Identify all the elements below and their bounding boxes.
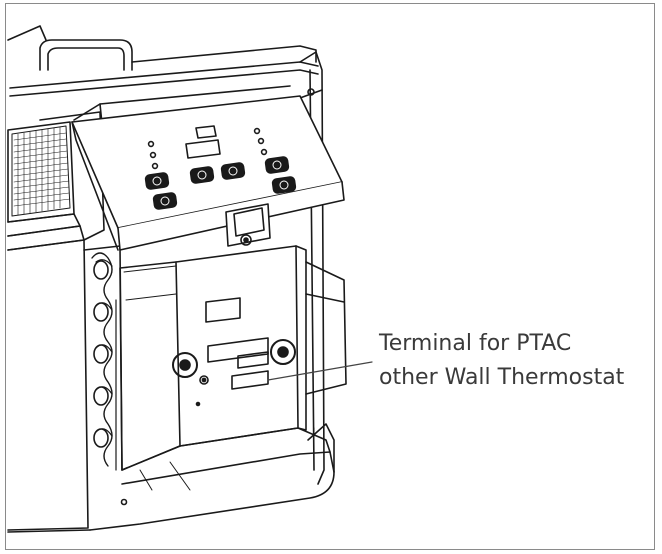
- base-pan: [7, 423, 335, 533]
- left-coil: [7, 239, 123, 531]
- top-handle: [7, 25, 319, 97]
- callout-line-1: Terminal for PTAC: [379, 331, 572, 356]
- callout-leader: [267, 361, 373, 381]
- control-box: [119, 245, 307, 471]
- callout-line-2: other Wall Thermostat: [379, 365, 625, 390]
- left-grille: [7, 121, 85, 251]
- panel-buttons: [144, 156, 297, 210]
- control-panel: [71, 95, 345, 251]
- figure-frame: [5, 3, 655, 550]
- panel-latch: [225, 203, 271, 247]
- callout-label: Terminal for PTAC other Wall Thermostat: [379, 327, 624, 395]
- side-module: [305, 261, 347, 395]
